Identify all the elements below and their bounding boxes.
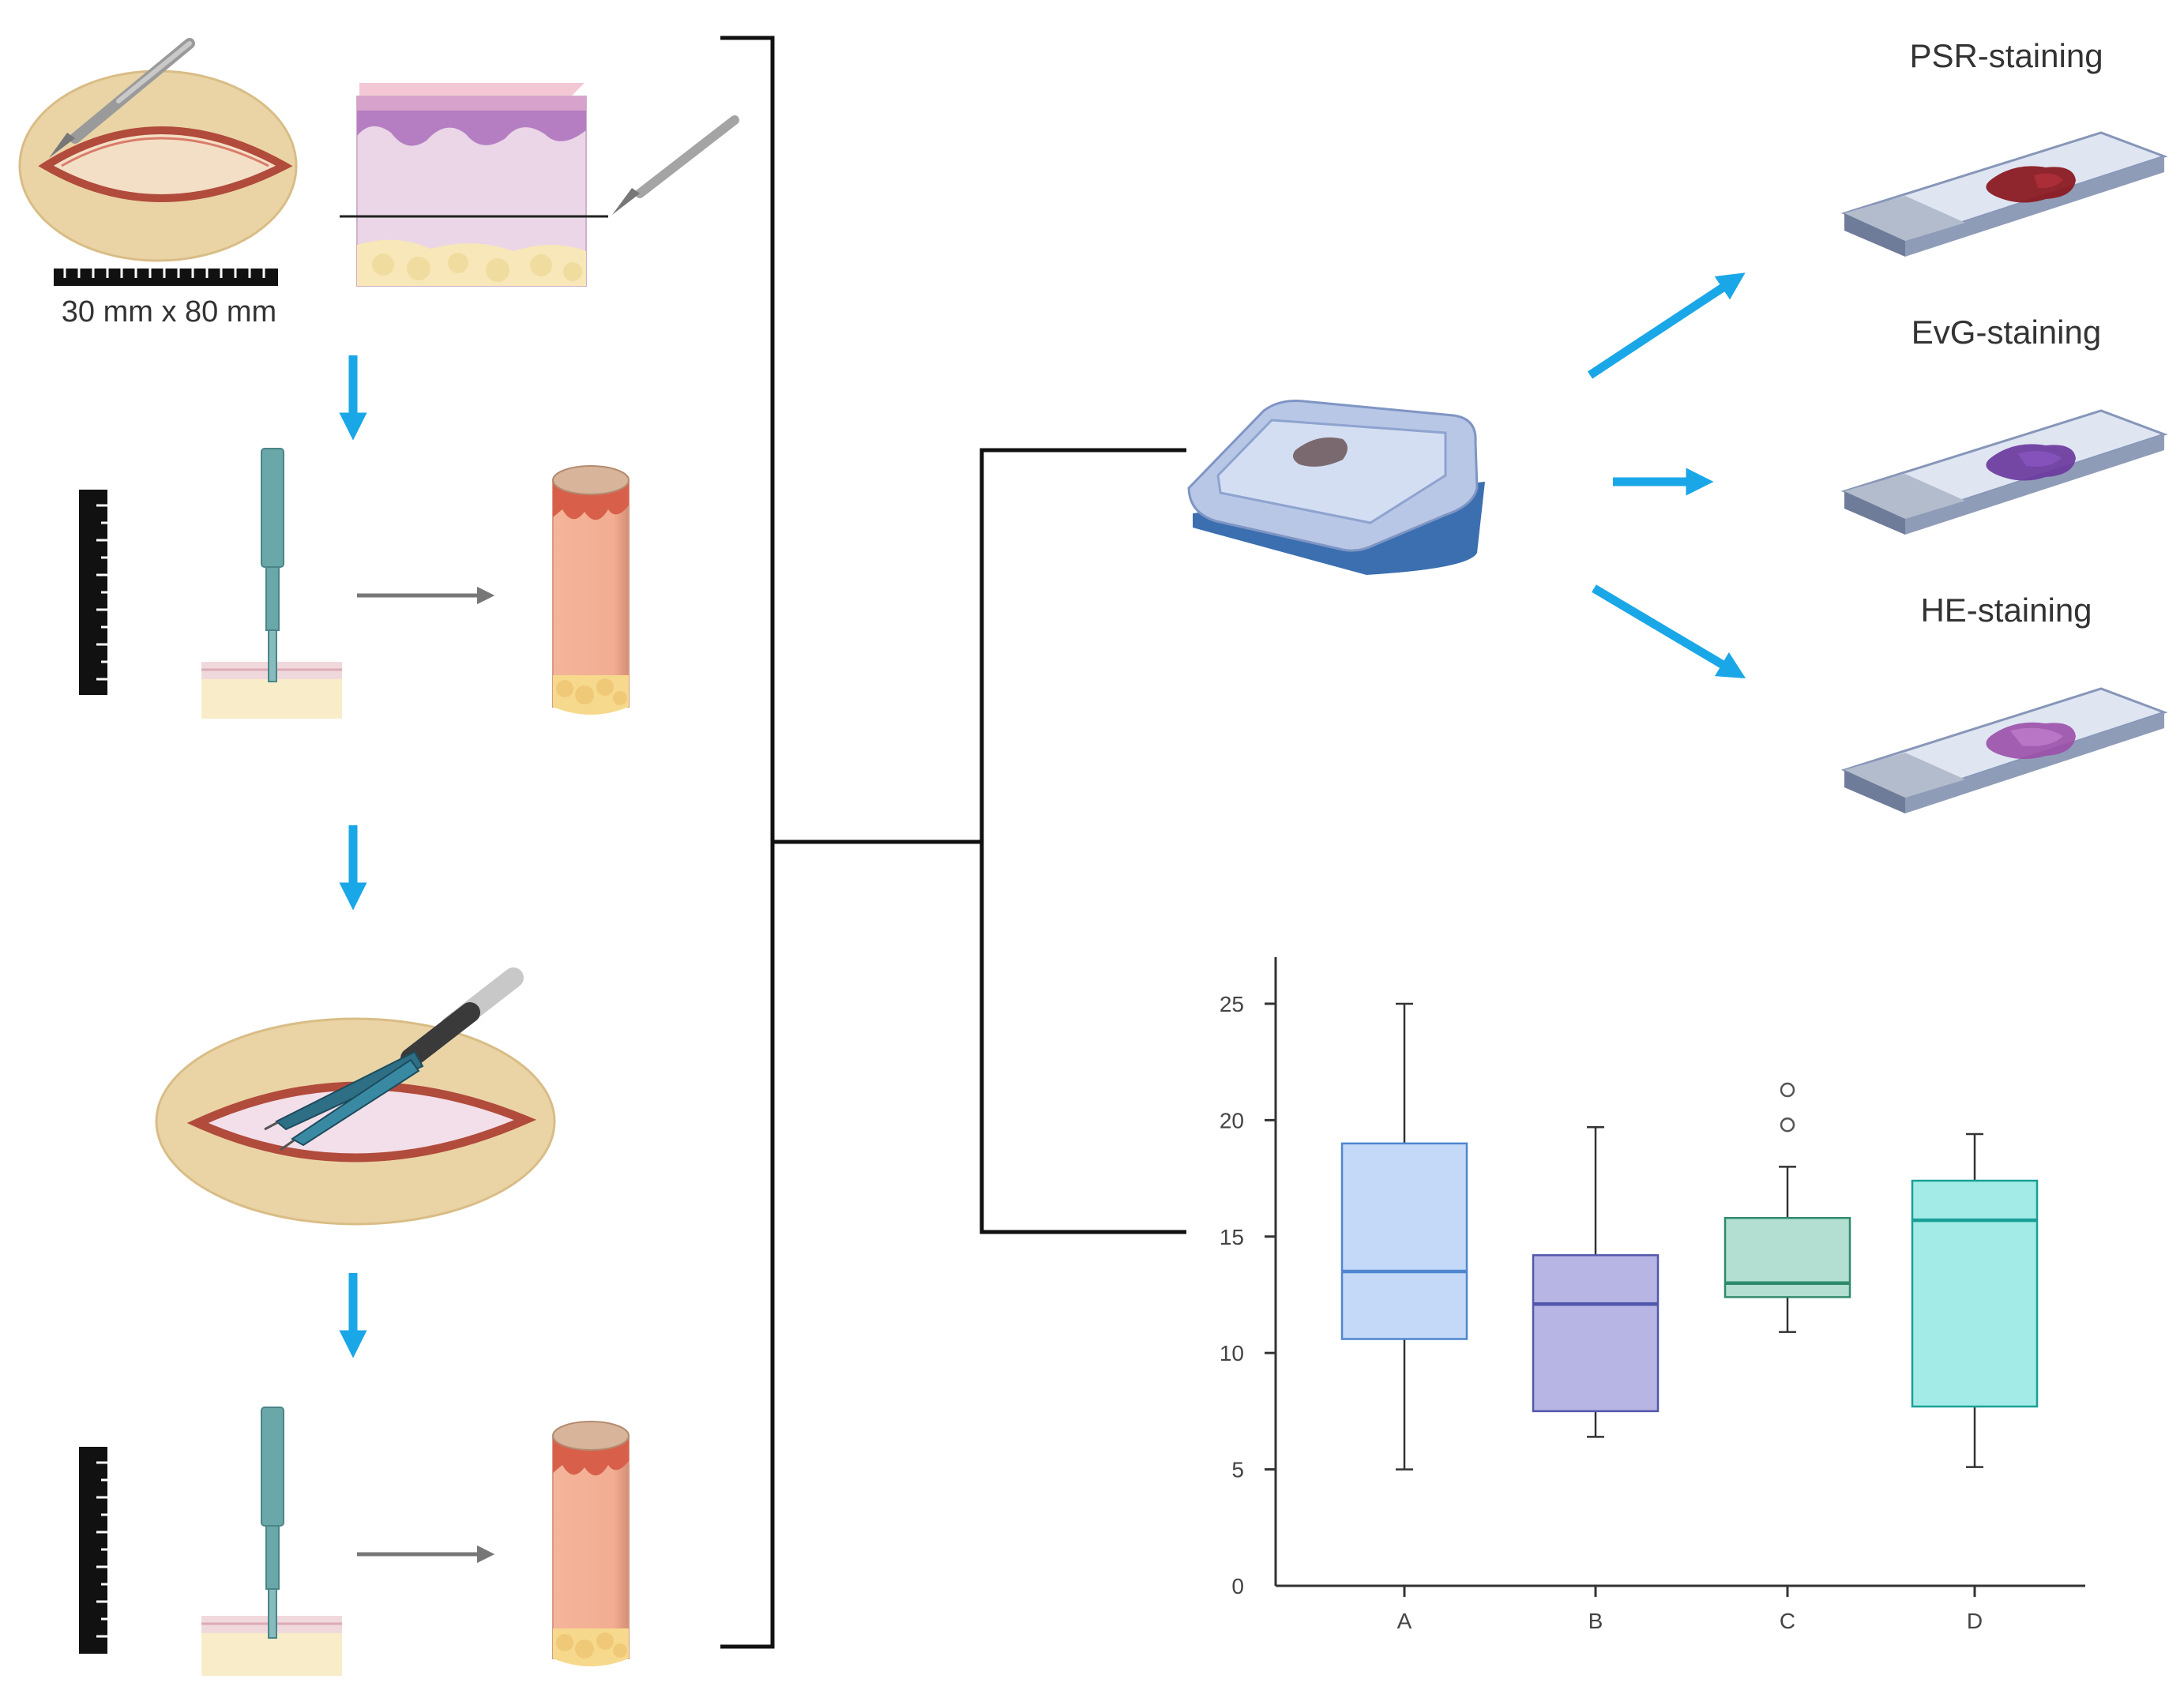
tissue-core-icon: [552, 465, 630, 715]
y-tick-label: 15: [1220, 1225, 1244, 1249]
psr-staining-label: PSR-staining: [1909, 37, 2103, 74]
he-staining-label: HE-staining: [1920, 592, 2092, 629]
punch-biopsy-tool-icon-2: [261, 1407, 284, 1639]
left-bracket: [720, 36, 982, 1649]
box-plot-chart: 0 5 10 15 20 25 A B C D: [1220, 957, 2085, 1633]
ruler-vertical: [79, 490, 107, 695]
y-tick-label: 10: [1220, 1341, 1244, 1365]
right-branch-bracket: [979, 448, 1186, 1234]
excised-wound-illustration: [18, 38, 298, 262]
punch-biopsy-tool-icon: [261, 448, 284, 682]
y-tick-label: 20: [1220, 1108, 1244, 1132]
x-tick-label: B: [1588, 1609, 1603, 1633]
precision-scale-icon: [1187, 400, 1485, 575]
x-tick-label: C: [1780, 1609, 1795, 1633]
scalpel-icon: [49, 38, 195, 158]
y-tick-label: 0: [1231, 1574, 1244, 1598]
evg-staining-label: EvG-staining: [1911, 314, 2101, 351]
flow-arrow-he: [1592, 584, 1746, 678]
evg-slide: [1840, 409, 2168, 535]
he-slide: [1840, 687, 2168, 813]
tissue-core-icon-2: [552, 1421, 630, 1666]
ruler-horizontal: [54, 269, 278, 286]
outlier-point: [1780, 1117, 1795, 1132]
box-iqr: [1340, 1142, 1468, 1340]
excision-dimensions-label: 30 mm x 80 mm: [62, 295, 276, 329]
psr-slide: [1840, 131, 2168, 257]
x-tick-label: A: [1397, 1609, 1412, 1633]
y-tick-label: 5: [1231, 1458, 1244, 1482]
outlier-point: [1780, 1082, 1795, 1098]
y-tick-label: 25: [1220, 992, 1244, 1016]
x-tick-label: D: [1967, 1609, 1983, 1633]
forceps-icon: [264, 967, 524, 1151]
box-iqr: [1532, 1254, 1660, 1413]
scalpel-icon: [612, 115, 739, 215]
ruler-vertical-2: [79, 1447, 107, 1654]
box-D: [1911, 1132, 2039, 1468]
box-B: [1532, 1125, 1660, 1438]
box-iqr: [1911, 1179, 2039, 1408]
wound-bed-illustration: [155, 1017, 556, 1226]
skin-block-punch-2: [201, 1616, 342, 1676]
skin-cross-section: [340, 83, 739, 287]
flow-arrow-psr: [1587, 272, 1746, 379]
box-iqr: [1724, 1216, 1851, 1298]
box-A: [1340, 1002, 1468, 1471]
box-C: [1724, 1082, 1851, 1333]
